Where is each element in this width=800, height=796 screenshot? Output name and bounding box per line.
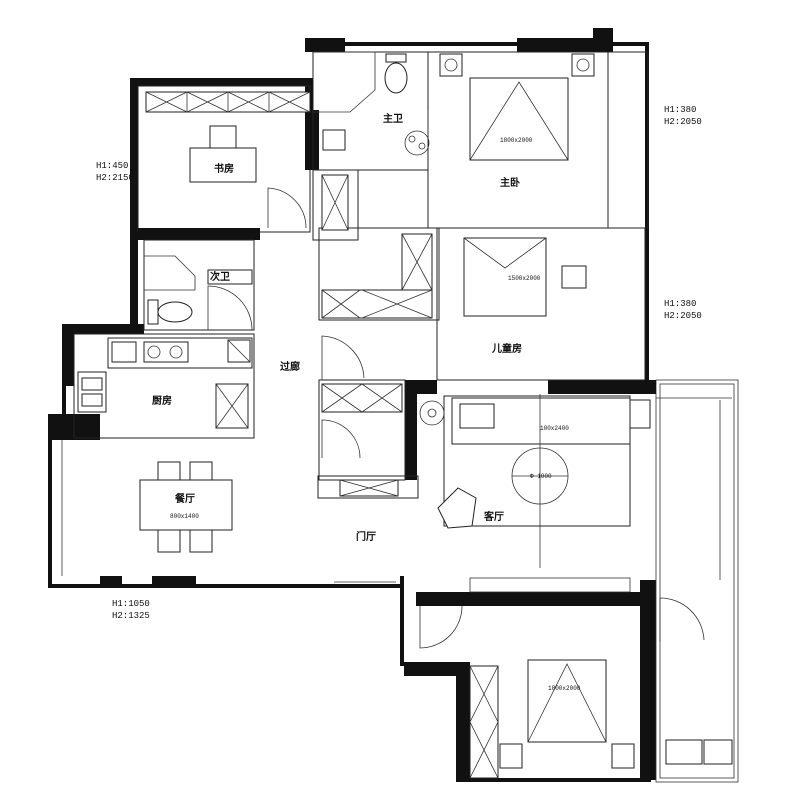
note-dining-h1: H1:1050 (112, 599, 150, 609)
room-label-corridor: 过廊 (280, 360, 300, 373)
room-label-foyer: 门厅 (356, 530, 376, 543)
room-label-living: 客厅 (483, 510, 504, 523)
room-labels: 书房 主卫 主卧 次卫 儿童房 厨房 过廊 客厅 餐厅 门厅 (152, 112, 522, 543)
note-study-h1: H1:450 (96, 161, 128, 171)
room-label-master-bedroom: 主卧 (500, 176, 520, 189)
height-notes: H1:450 H2:2150 H1:380 H2:2050 H1:380 H2:… (96, 105, 702, 621)
room-label-second-bath: 次卫 (210, 270, 230, 283)
label-guest-bed-size: 1800x2000 (548, 685, 581, 692)
note-master-h1: H1:380 (664, 105, 696, 115)
fixtures (61, 51, 733, 779)
label-table-size: Φ 1000 (530, 473, 552, 480)
note-kids-h1: H1:380 (664, 299, 696, 309)
room-label-dining: 餐厅 (174, 492, 195, 505)
room-label-master-bath: 主卫 (383, 112, 403, 125)
furniture-labels: 1800x2000 1500x2000 1800x2000 100x2400 Φ… (170, 137, 581, 692)
note-dining-h2: H2:1325 (112, 611, 150, 621)
note-master-h2: H2:2050 (664, 117, 702, 127)
label-sofa-size: 100x2400 (540, 425, 569, 432)
room-label-kids-room: 儿童房 (491, 342, 522, 355)
label-master-bed-size: 1800x2000 (500, 137, 533, 144)
room-label-kitchen: 厨房 (152, 394, 172, 407)
label-dining-table-size: 800x1400 (170, 513, 199, 520)
room-label-study: 书房 (214, 162, 234, 175)
note-kids-h2: H2:2050 (664, 311, 702, 321)
label-kids-bed-size: 1500x2000 (508, 275, 541, 282)
note-study-h2: H2:2150 (96, 173, 134, 183)
